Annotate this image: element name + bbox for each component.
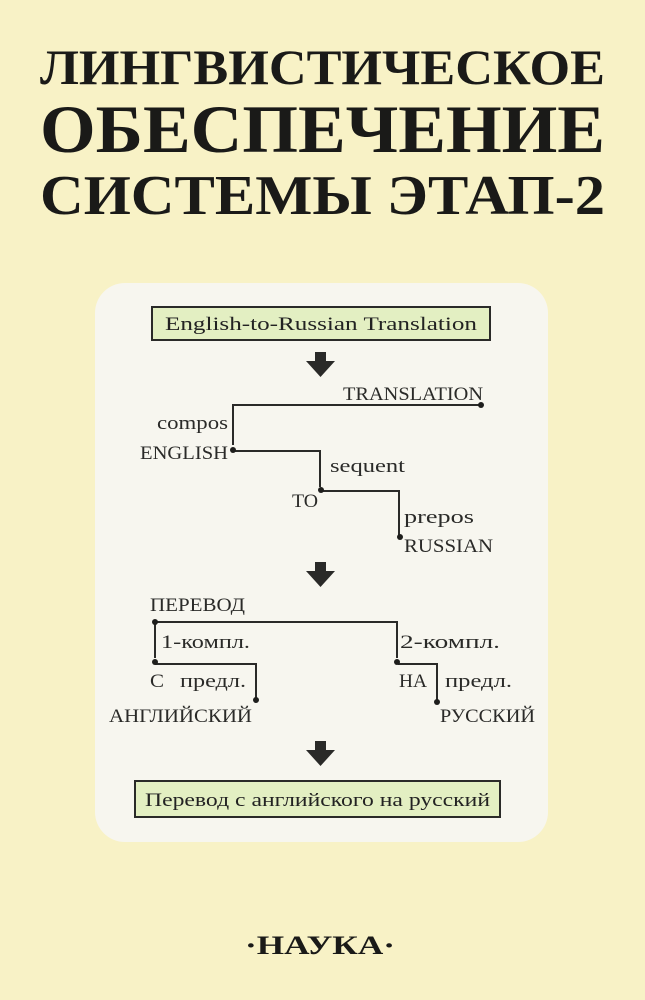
input-box: English-to-Russian Translation (151, 306, 491, 341)
down-arrow-icon (306, 352, 335, 377)
node-to: TO (292, 491, 318, 512)
node-angliyskiy: АНГЛИЙСКИЙ (109, 706, 252, 727)
title-line-3: СИСТЕМЫ ЭТАП-2 (40, 165, 605, 227)
title-line-1: ЛИНГВИСТИЧЕСКОЕ (40, 39, 605, 95)
node-perevod: ПЕРЕВОД (150, 595, 245, 616)
publisher-name: ·НАУКА· (245, 931, 395, 960)
node-english: ENGLISH (140, 443, 228, 464)
node-russian: RUSSIAN (404, 536, 493, 557)
output-box: Перевод с английского на русский (134, 780, 501, 818)
node-translation: TRANSLATION (343, 384, 483, 405)
rel-1-kompl: 1-компл. (161, 632, 250, 653)
rel-predl-2: предл. (445, 671, 512, 692)
input-box-label: English-to-Russian Translation (165, 314, 478, 335)
down-arrow-icon (306, 562, 335, 587)
russian-dependency-tree: ПЕРЕВОД 1-компл. С предл. АНГЛИЙСКИЙ 2-к… (109, 595, 535, 727)
node-s: С (150, 671, 164, 692)
rel-predl-1: предл. (180, 671, 246, 692)
rel-compos: compos (157, 413, 228, 434)
node-na: НА (399, 671, 427, 692)
down-arrow-icon (306, 741, 335, 766)
node-russkiy: РУССКИЙ (440, 706, 535, 727)
rel-prepos: prepos (404, 507, 474, 528)
rel-2-kompl: 2-компл. (400, 632, 500, 653)
output-box-label: Перевод с английского на русский (145, 790, 490, 811)
english-dependency-tree: TRANSLATION compos ENGLISH sequent TO pr… (140, 384, 493, 557)
title-line-2: ОБЕСПЕЧЕНИЕ (40, 91, 605, 167)
rel-sequent: sequent (330, 456, 406, 477)
